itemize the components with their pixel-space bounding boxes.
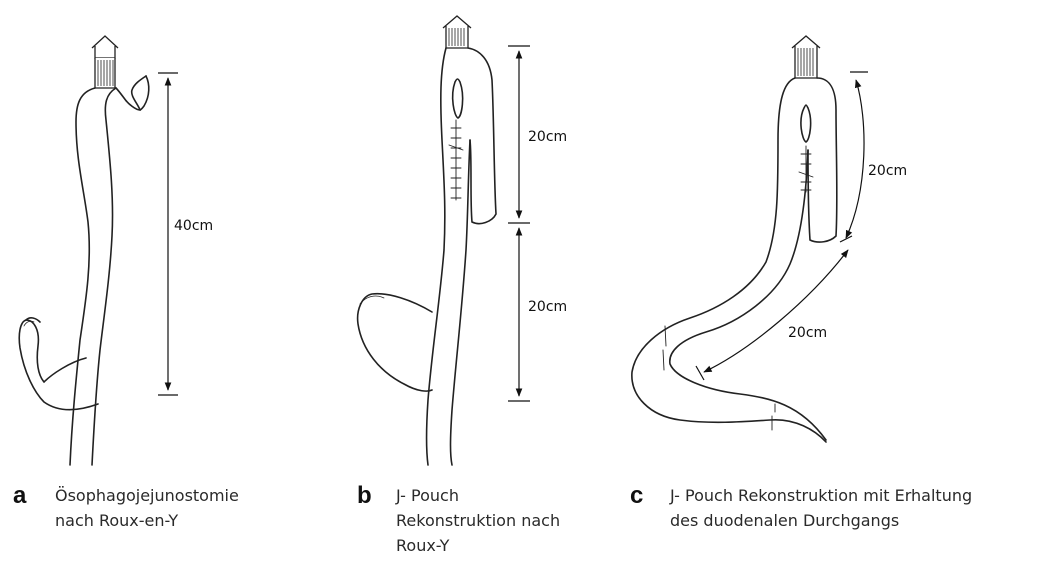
panel-letter-c: c xyxy=(630,484,643,508)
measurement-c xyxy=(696,72,868,380)
caption-a-line-2: nach Roux-en-Y xyxy=(55,508,239,533)
j-pouch-b xyxy=(358,48,496,465)
caption-c: J- Pouch Rekonstruktion mit Erhaltung de… xyxy=(670,483,972,533)
caption-b-line-3: Roux-Y xyxy=(396,533,560,558)
panel-c-drawing: 20cm 20cm xyxy=(632,36,907,442)
measurement-label-a-40cm: 40cm xyxy=(174,218,213,234)
measurement-label-b-upper: 20cm xyxy=(528,129,567,145)
caption-b-line-2: Rekonstruktion nach xyxy=(396,508,560,533)
panel-b-drawing: 20cm 20cm xyxy=(358,16,568,465)
measurement-a-40cm xyxy=(158,73,178,395)
caption-c-line-1: J- Pouch Rekonstruktion mit Erhaltung xyxy=(670,483,972,508)
measurement-label-c-lower: 20cm xyxy=(788,325,827,341)
reconstruction-diagram: 40cm 20cm 20cm xyxy=(0,0,1046,470)
j-pouch-c xyxy=(632,78,837,442)
caption-a: Ösophagojejunostomie nach Roux-en-Y xyxy=(55,483,239,533)
measurement-b xyxy=(508,46,530,401)
esophagus-stump-a xyxy=(92,36,118,88)
panel-letter-b: b xyxy=(357,484,372,508)
esophagus-stump-b xyxy=(443,16,471,48)
caption-b-line-1: J- Pouch xyxy=(396,483,560,508)
caption-a-line-1: Ösophagojejunostomie xyxy=(55,483,239,508)
measurement-label-c-upper: 20cm xyxy=(868,163,907,179)
jejunal-limb-a xyxy=(19,76,149,465)
measurement-label-b-lower: 20cm xyxy=(528,299,567,315)
esophagus-stump-c xyxy=(792,36,820,78)
panel-a-drawing: 40cm xyxy=(19,36,213,465)
panel-letter-a: a xyxy=(13,484,26,508)
caption-b: J- Pouch Rekonstruktion nach Roux-Y xyxy=(396,483,560,558)
caption-c-line-2: des duodenalen Durchgangs xyxy=(670,508,972,533)
